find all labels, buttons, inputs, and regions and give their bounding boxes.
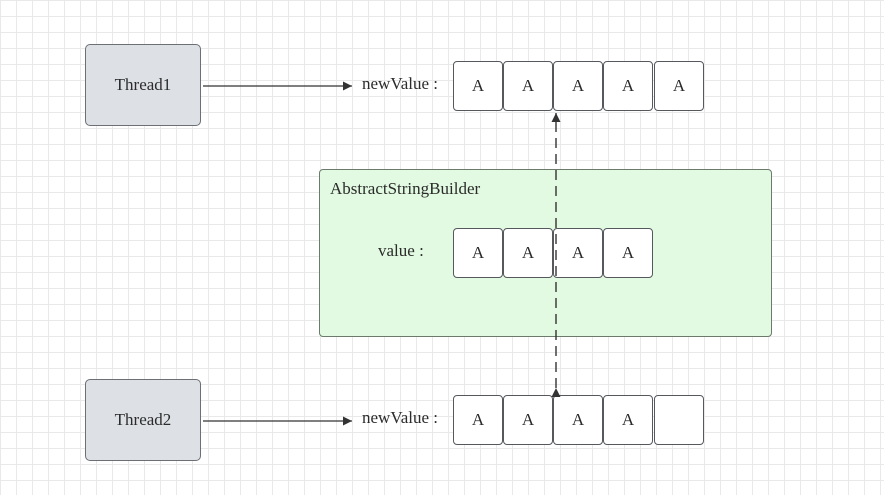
builder-value-cell: A (503, 228, 553, 278)
builder-value-label: value : (378, 241, 424, 260)
thread1-array-cell: A (654, 61, 704, 111)
thread1-array-cell: A (453, 61, 503, 111)
builder-title: AbstractStringBuilder (330, 179, 481, 198)
thread2-array-cell: A (603, 395, 653, 445)
thread2-array-cell (654, 395, 704, 445)
builder-value-cell: A (553, 228, 603, 278)
thread1-box: Thread1 (85, 44, 201, 126)
builder-value-cell: A (603, 228, 653, 278)
thread1-array-cell: A (603, 61, 653, 111)
builder-value-cell: A (453, 228, 503, 278)
thread2-array-cell: A (453, 395, 503, 445)
thread2-newvalue-label: newValue : (362, 408, 439, 427)
thread1-newvalue-label: newValue : (362, 74, 439, 93)
thread1-array-cell: A (503, 61, 553, 111)
thread2-box: Thread2 (85, 379, 201, 461)
abstract-string-builder-box: AbstractStringBuilder (319, 169, 772, 337)
thread1-array-cell: A (553, 61, 603, 111)
thread1-label: Thread1 (114, 75, 172, 94)
thread2-label: Thread2 (114, 410, 172, 429)
thread2-array-cell: A (503, 395, 553, 445)
thread2-array-cell: A (553, 395, 603, 445)
